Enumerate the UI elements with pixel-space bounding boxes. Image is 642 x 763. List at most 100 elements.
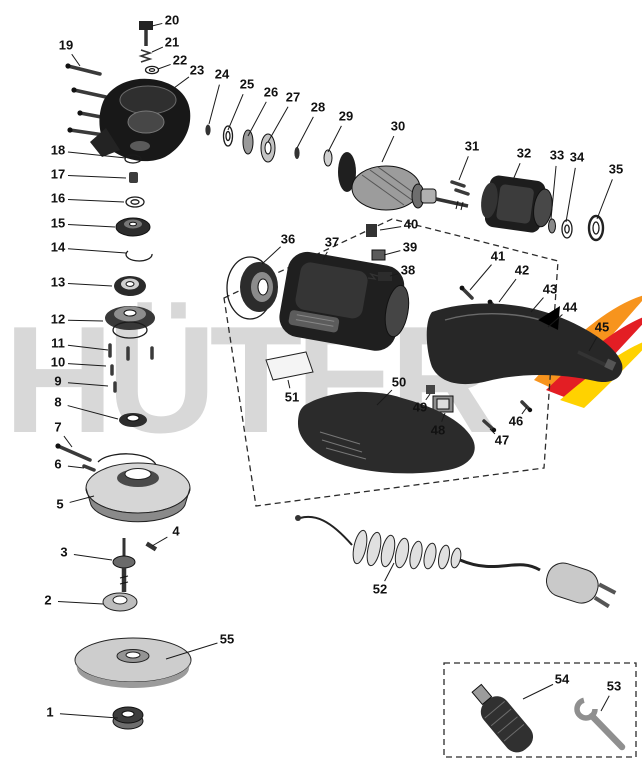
callout-number-6: 6	[54, 456, 61, 471]
callout-number-24: 24	[215, 66, 230, 81]
part-rear-handle	[426, 303, 623, 385]
callout-number-27: 27	[286, 89, 300, 104]
callout-number-15: 15	[51, 215, 65, 230]
part-clamp-bolt	[55, 443, 96, 472]
callout-number-51: 51	[285, 389, 299, 404]
callout-leader-51	[287, 379, 291, 389]
callout-leader-20	[151, 22, 163, 27]
callout-leader-42	[498, 278, 517, 303]
callout-leader-2	[57, 601, 104, 605]
callout-leader-18	[67, 151, 127, 159]
callout-number-18: 18	[51, 142, 65, 157]
callout-leader-48	[441, 412, 446, 422]
callout-number-45: 45	[595, 319, 609, 334]
callout-leader-45	[588, 336, 598, 352]
callout-leader-52	[384, 562, 395, 582]
part-grinding-disc	[74, 637, 192, 688]
part-spring-washer	[138, 49, 153, 63]
callout-number-35: 35	[609, 161, 623, 176]
part-small-screws	[108, 343, 154, 393]
callout-leader-44	[547, 314, 563, 328]
callout-leader-9	[67, 382, 109, 387]
callout-number-21: 21	[165, 34, 179, 49]
part-block-49	[426, 385, 435, 394]
callout-number-2: 2	[44, 592, 51, 607]
callout-number-49: 49	[413, 399, 427, 414]
callout-number-16: 16	[51, 190, 65, 205]
callout-number-30: 30	[391, 118, 405, 133]
part-screws-31	[450, 180, 470, 196]
part-ring-16	[125, 196, 145, 208]
part-key-4	[145, 541, 158, 552]
callout-leader-4	[151, 536, 168, 547]
part-bearing-plate	[226, 256, 278, 320]
callout-number-52: 52	[373, 581, 387, 596]
part-washer-small	[144, 65, 160, 75]
part-switch-housing	[298, 391, 475, 474]
callout-leader-36	[261, 246, 281, 265]
callout-leader-12	[67, 319, 104, 322]
callout-number-12: 12	[51, 311, 65, 326]
part-washer-18	[124, 154, 142, 164]
callout-number-4: 4	[172, 523, 180, 538]
callout-number-22: 22	[173, 52, 187, 67]
part-washer-33	[548, 218, 556, 234]
callout-number-9: 9	[54, 373, 61, 388]
callout-leader-29	[327, 125, 342, 153]
callout-leader-38	[389, 273, 399, 277]
callout-number-53: 53	[607, 678, 621, 693]
callout-leader-16	[67, 198, 125, 203]
part-sleeve-17	[129, 172, 138, 183]
callout-number-54: 54	[555, 671, 570, 686]
callout-number-33: 33	[550, 147, 564, 162]
part-side-handle	[471, 683, 534, 753]
callout-number-7: 7	[54, 419, 61, 434]
callout-number-3: 3	[60, 544, 67, 559]
part-brush-holder-48	[432, 395, 454, 413]
callout-leader-39	[383, 250, 401, 256]
callout-leader-7	[63, 435, 73, 448]
callout-leader-31	[458, 156, 469, 181]
callout-leader-22	[157, 63, 171, 70]
callout-number-38: 38	[401, 262, 415, 277]
part-ring-35	[587, 214, 605, 242]
callout-number-26: 26	[264, 84, 278, 99]
part-washer-8	[119, 413, 147, 427]
callout-number-5: 5	[56, 496, 63, 511]
callout-leader-10	[67, 363, 107, 367]
callout-leader-1	[59, 713, 119, 719]
part-bolt	[139, 21, 153, 46]
callout-leader-43	[530, 297, 544, 313]
callout-leader-8	[67, 405, 119, 420]
callout-leader-25	[227, 94, 244, 131]
callout-leader-13	[67, 283, 113, 287]
callout-number-41: 41	[491, 248, 505, 263]
callout-number-20: 20	[165, 12, 179, 27]
callout-number-46: 46	[509, 413, 523, 428]
part-lock-nut	[112, 706, 144, 730]
part-brush-cap-40	[366, 224, 377, 237]
callout-number-37: 37	[325, 234, 339, 249]
callout-number-31: 31	[465, 138, 479, 153]
part-stator	[481, 175, 553, 233]
callout-leader-34	[565, 167, 576, 223]
part-motor-housing	[279, 251, 410, 351]
callout-leader-15	[67, 224, 116, 228]
part-inner-flange	[102, 592, 138, 612]
part-power-cord	[295, 515, 617, 609]
part-wrench	[574, 697, 626, 751]
callout-leader-27	[267, 106, 289, 143]
callout-number-29: 29	[339, 108, 353, 123]
callout-leader-32	[512, 163, 521, 181]
callout-leader-28	[296, 116, 314, 149]
part-nameplate	[265, 351, 314, 381]
callout-leader-41	[469, 264, 492, 291]
callout-leader-21	[151, 46, 164, 53]
callout-leader-19	[71, 53, 81, 67]
callout-number-42: 42	[515, 262, 529, 277]
callout-leader-54	[522, 683, 554, 700]
callout-number-11: 11	[51, 335, 65, 350]
part-spindle-train	[205, 124, 333, 167]
